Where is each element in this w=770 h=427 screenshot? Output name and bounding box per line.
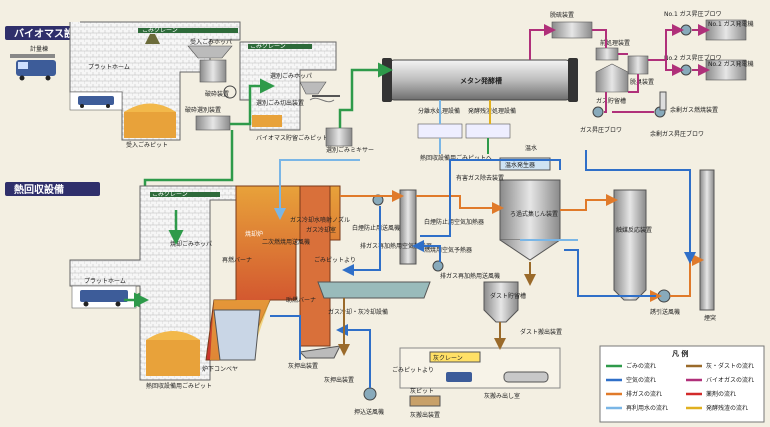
ash-handling: 灰押出装置 灰クレーン 灰搬み出し室 灰ピット 灰搬出装置 押込送風機 灰押出装… — [288, 345, 561, 419]
svg-text:熱回収設備用ごみピット: 熱回収設備用ごみピット — [146, 382, 212, 390]
svg-text:焼却炉: 焼却炉 — [245, 230, 263, 238]
svg-text:押込送風機: 押込送風機 — [354, 408, 384, 416]
legend-label: 灰・ダストの流れ — [706, 362, 754, 370]
svg-text:ガス冷却・灰冷却設備: ガス冷却・灰冷却設備 — [328, 308, 388, 316]
legend-label: 空気の流れ — [626, 376, 656, 384]
legend-label: 排ガスの流れ — [626, 390, 662, 398]
svg-text:灰ピット: 灰ピット — [410, 387, 434, 395]
svg-text:誘引送風機: 誘引送風機 — [650, 308, 680, 316]
svg-text:触媒反応装置: 触媒反応装置 — [616, 226, 652, 234]
crane-top-left: ごみクレーン — [138, 26, 238, 44]
reuse-water-flow — [274, 159, 578, 241]
svg-text:助燃バーナ: 助燃バーナ — [286, 296, 316, 304]
svg-text:前処理装置: 前処理装置 — [600, 39, 630, 47]
heat-pit-building: ごみクレーン 焼却ごみホッパ プラットホーム 熱回収設備用ごみピット — [69, 185, 237, 390]
svg-text:ごみピットより: ごみピットより — [392, 366, 434, 374]
svg-text:灰押出装置: 灰押出装置 — [324, 376, 354, 384]
legend-label: ごみの流れ — [626, 362, 656, 370]
svg-text:余剰ガス燃焼装置: 余剰ガス燃焼装置 — [670, 106, 718, 114]
svg-text:炉下コンベヤ: 炉下コンベヤ — [202, 365, 238, 373]
waste-flow-bottom — [124, 210, 184, 308]
svg-text:再燃バーナ: 再燃バーナ — [222, 256, 252, 264]
legend-label: 発酵残渣の流れ — [706, 404, 748, 412]
grate-base: 炉下コンベヤ — [202, 309, 261, 373]
svg-text:メタン発酵槽: メタン発酵槽 — [460, 76, 502, 85]
biogas-flow — [529, 24, 710, 113]
svg-text:灰搬み出し室: 灰搬み出し室 — [484, 392, 520, 400]
svg-text:No.2 ガス昇圧ブロワ: No.2 ガス昇圧ブロワ — [664, 54, 722, 62]
svg-text:焼却ごみホッパ: 焼却ごみホッパ — [170, 240, 212, 248]
svg-text:ガス冷却水噴射ノズル: ガス冷却水噴射ノズル — [290, 216, 350, 224]
svg-text:有害ガス除去装置: 有害ガス除去装置 — [456, 174, 504, 182]
svg-text:白煙防止用送風機: 白煙防止用送風機 — [352, 224, 400, 232]
truck-scale: 計量棟 — [10, 45, 56, 81]
svg-text:受入ごみピット: 受入ごみピット — [126, 141, 168, 149]
svg-text:二次燃焼用送風機: 二次燃焼用送風機 — [262, 238, 310, 246]
svg-text:ごみクレーン: ごみクレーン — [250, 42, 286, 50]
svg-text:No.1 ガス昇圧ブロワ: No.1 ガス昇圧ブロワ — [664, 10, 722, 18]
svg-text:No.1 ガス発電機: No.1 ガス発電機 — [708, 20, 754, 28]
legend-label: バイオガスの流れ — [706, 376, 754, 384]
svg-text:破砕装置: 破砕装置 — [205, 90, 229, 98]
svg-text:熱回収設備用ごみピットへ: 熱回収設備用ごみピットへ — [420, 154, 492, 162]
sep-water: 分離水処理設備 発酵残渣処理設備 熱回収設備用ごみピットへ — [417, 107, 516, 162]
desulfurizer: 脱硫装置 前処理装置 脱臭装置 ガス貯留槽 ガス昇圧ブロワ 余剰ガス昇圧ブロワ … — [550, 11, 718, 138]
svg-text:余剰ガス昇圧ブロワ: 余剰ガス昇圧ブロワ — [650, 130, 704, 138]
svg-text:ガス冷却室: ガス冷却室 — [306, 226, 336, 234]
section-header-heat: 熱回収設備 — [5, 182, 100, 196]
svg-text:計量棟: 計量棟 — [30, 45, 48, 53]
svg-text:灰押出装置: 灰押出装置 — [288, 362, 318, 370]
sort-mixer: 選別ごみミキサー — [325, 127, 374, 154]
svg-text:選別ごみ切出装置: 選別ごみ切出装置 — [256, 99, 304, 107]
svg-text:プラットホーム: プラットホーム — [88, 64, 130, 71]
svg-text:破砕選別装置: 破砕選別装置 — [185, 106, 221, 114]
svg-text:プラットホーム: プラットホーム — [84, 278, 126, 285]
legend-label: 再利用水の流れ — [626, 404, 668, 412]
svg-text:バイオマス貯留ごみピット: バイオマス貯留ごみピット — [256, 134, 328, 142]
svg-text:ごみクレーン: ごみクレーン — [142, 26, 178, 34]
svg-text:白煙防止用空気加熱器: 白煙防止用空気加熱器 — [424, 218, 484, 226]
svg-text:発酵残渣処理設備: 発酵残渣処理設備 — [468, 107, 516, 115]
svg-text:ガス昇圧ブロワ: ガス昇圧ブロワ — [580, 126, 622, 134]
air-flow — [270, 150, 696, 388]
svg-text:温水: 温水 — [525, 144, 537, 152]
svg-text:排ガス再加熱用送風機: 排ガス再加熱用送風機 — [440, 272, 500, 280]
sort-pit-building: ごみクレーン 選別ごみホッパ 選別ごみ切出装置 バイオマス貯留ごみピット — [239, 41, 340, 142]
svg-text:バイオマス設備: バイオマス設備 — [14, 27, 84, 40]
catalytic-reactor: 触媒反応装置 誘引送風機 — [613, 189, 680, 316]
svg-text:ろ過式集じん装置: ろ過式集じん装置 — [510, 210, 558, 218]
svg-text:ごみクレーン: ごみクレーン — [152, 190, 188, 198]
svg-text:煙突: 煙突 — [704, 314, 716, 322]
receive-hopper: 受入ごみホッパ 破砕装置 破砕選別装置 — [185, 38, 237, 131]
ash-flow — [338, 262, 536, 356]
svg-text:排ガス再加熱用空気加熱器: 排ガス再加熱用空気加熱器 — [360, 242, 432, 250]
svg-text:ダスト貯留槽: ダスト貯留槽 — [490, 292, 526, 300]
svg-text:灰クレーン: 灰クレーン — [433, 354, 463, 362]
svg-text:選別ごみミキサー: 選別ごみミキサー — [326, 146, 374, 154]
bag-filter: ろ過式集じん装置 有害ガス除去装置 温水発生器 温水 — [456, 144, 561, 261]
svg-text:No.2 ガス発電機: No.2 ガス発電機 — [708, 60, 754, 68]
svg-text:熱回収設備: 熱回収設備 — [14, 183, 64, 196]
svg-text:ガス貯留槽: ガス貯留槽 — [596, 97, 626, 105]
svg-text:燃焼用空気予熱器: 燃焼用空気予熱器 — [424, 246, 472, 254]
svg-text:脱臭装置: 脱臭装置 — [630, 78, 654, 86]
svg-text:灰搬出装置: 灰搬出装置 — [410, 411, 440, 419]
methane-tank: メタン発酵槽 — [382, 58, 578, 102]
svg-text:ごみピットより: ごみピットより — [314, 256, 356, 264]
svg-text:温水発生器: 温水発生器 — [505, 161, 535, 169]
svg-text:選別ごみホッパ: 選別ごみホッパ — [270, 72, 312, 80]
svg-text:ダスト搬出装置: ダスト搬出装置 — [520, 328, 562, 336]
svg-text:受入ごみホッパ: 受入ごみホッパ — [190, 38, 232, 46]
svg-text:凡 例: 凡 例 — [672, 349, 688, 358]
svg-text:脱硫装置: 脱硫装置 — [550, 11, 574, 19]
stack: 煙突 — [699, 169, 716, 322]
legend-label: 薬剤の流れ — [706, 390, 736, 398]
dust-silo: ダスト貯留槽 ダスト搬出装置 — [483, 281, 562, 336]
ash-cooling: ガス冷却・灰冷却設備 — [317, 281, 431, 316]
air-heaters: 白煙防止用送風機 白煙防止用空気加熱器 排ガス再加熱用空気加熱器 燃焼用空気予熱… — [352, 189, 500, 280]
